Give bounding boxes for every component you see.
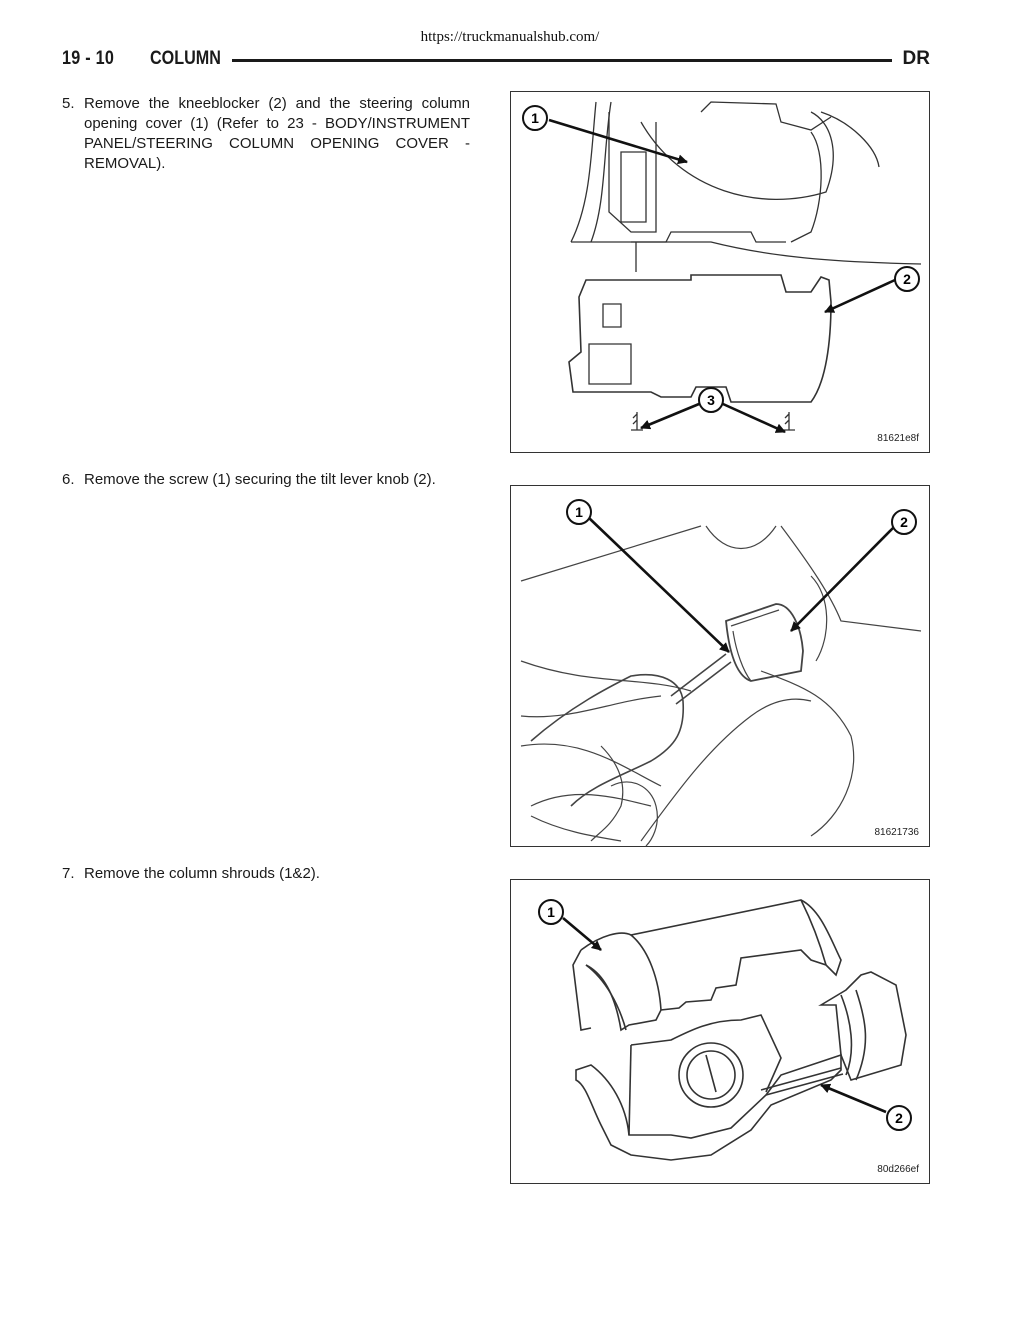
source-url[interactable]: https://truckmanualshub.com/: [420, 29, 600, 45]
callout-3: 3: [698, 387, 724, 413]
svg-text:2: 2: [903, 271, 911, 287]
header-rule: [232, 59, 892, 62]
callout-2: 2: [886, 1105, 912, 1131]
svg-text:2: 2: [895, 1110, 903, 1126]
svg-text:3: 3: [707, 392, 715, 408]
callout-1: 1: [566, 499, 592, 525]
figure-column-shrouds-illustration: 1 2: [538, 899, 912, 1161]
step-text: Remove the column shrouds (1&2).: [84, 865, 320, 882]
figure-tilt-lever-illustration: 1 2: [520, 499, 922, 847]
step-number: 6.: [62, 471, 75, 488]
svg-text:1: 1: [547, 904, 555, 920]
svg-text:1: 1: [575, 504, 583, 520]
step-6: 6. Remove the screw (1) securing the til…: [62, 470, 470, 490]
step-text: Remove the screw (1) securing the tilt l…: [84, 471, 436, 488]
step-number: 7.: [62, 865, 75, 882]
svg-text:2: 2: [900, 514, 908, 530]
figure-code: 81621736: [874, 827, 920, 838]
figure-code: 80d266ef: [877, 1164, 919, 1175]
step-number: 5.: [62, 95, 75, 112]
page-header: 19 - 10 COLUMN DR: [62, 48, 930, 72]
callout-1: 1: [538, 899, 564, 925]
figure-tilt-lever: 1 2 81621736: [510, 485, 930, 847]
figure-kneeblocker: 1 2 3 81621e8f: [510, 91, 930, 453]
callout-2: 2: [891, 509, 917, 535]
step-7: 7. Remove the column shrouds (1&2).: [62, 864, 470, 884]
figure-kneeblocker-illustration: 1 2 3: [522, 101, 922, 434]
figure-code: 81621e8f: [877, 433, 919, 444]
callout-2: 2: [894, 266, 920, 292]
svg-text:1: 1: [531, 110, 539, 126]
section-title: COLUMN: [150, 48, 221, 69]
callout-1: 1: [522, 105, 548, 131]
step-text: Remove the kneeblocker (2) and the steer…: [84, 95, 470, 172]
step-5: 5. Remove the kneeblocker (2) and the st…: [62, 94, 470, 174]
model-code: DR: [902, 48, 930, 69]
page-number: 19 - 10: [62, 48, 115, 69]
figure-column-shrouds: 1 2 80d266ef: [510, 879, 930, 1184]
